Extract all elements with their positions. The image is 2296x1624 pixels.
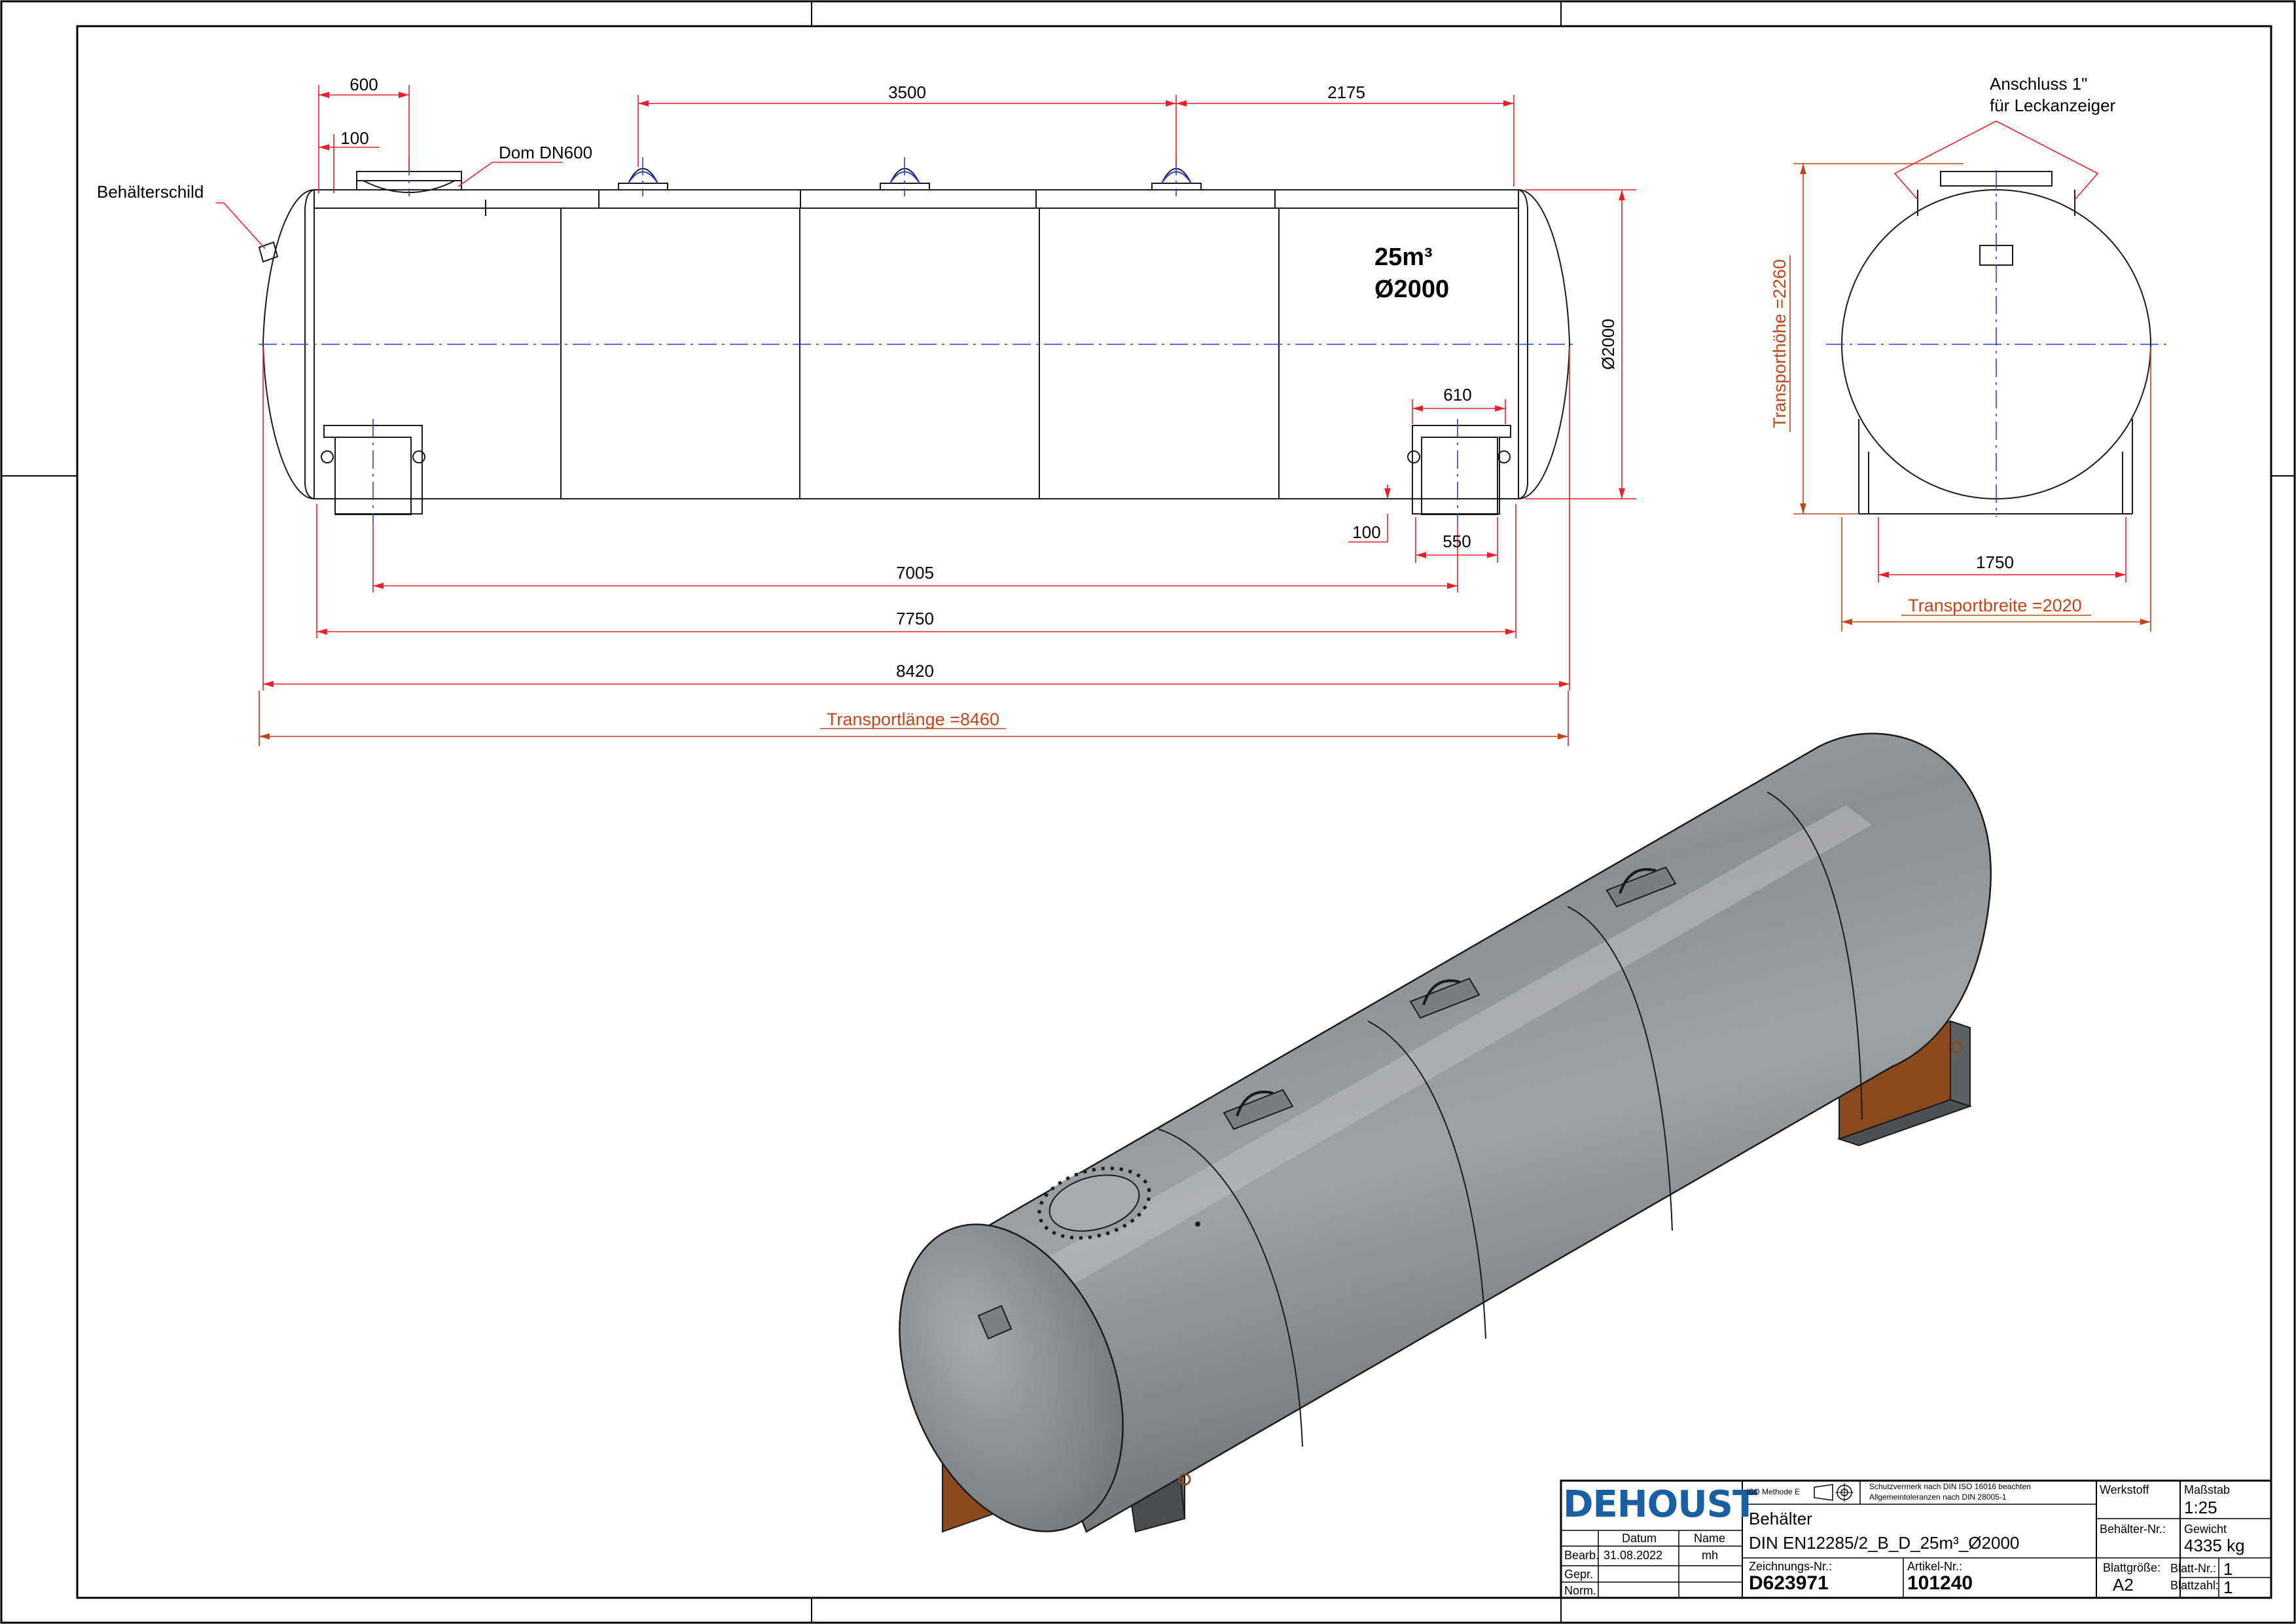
dim-600-label: 600: [350, 75, 378, 94]
connection-label-line1: Anschluss 1": [1990, 74, 2087, 94]
drawing-no: D623971: [1749, 1572, 1829, 1594]
side-view-labels: 600 100 3500 2175 Ø2000 610 100 550 7005…: [97, 75, 1618, 729]
volume-label: 25m³: [1374, 244, 1433, 271]
row-gepr-label: Gepr.: [1564, 1568, 1594, 1581]
bearb-name: mh: [1702, 1549, 1719, 1562]
drawing-subtitle: DIN EN12285/2_B_D_25m³_Ø2000: [1749, 1533, 2020, 1553]
material-label: Werkstoff: [2100, 1483, 2149, 1496]
col-name-header: Name: [1694, 1532, 1726, 1545]
sheet-size-label: Blattgröße:: [2103, 1561, 2161, 1574]
connection-label-line2: für Leckanzeiger: [1990, 96, 2116, 115]
dim-diameter-label: Ø2000: [1598, 319, 1618, 370]
protection-note-line1: Schutzvermerk nach DIN ISO 16016 beachte…: [1869, 1482, 2031, 1491]
sheet-size: A2: [2113, 1575, 2134, 1595]
scale-value: 1:25: [2184, 1498, 2217, 1517]
transport-length-label: Transportlänge =8460: [827, 710, 999, 729]
transport-width-label: Transportbreite =2020: [1908, 596, 2081, 615]
side-view-centerlines: [259, 157, 1577, 524]
title-block: [1560, 1479, 2272, 1599]
col-date-header: Datum: [1622, 1532, 1657, 1545]
dehoust-logo: DEHOUST: [1563, 1483, 1757, 1526]
dim-610-label: 610: [1443, 385, 1471, 405]
dim-2175-label: 2175: [1327, 82, 1365, 102]
dim-7005-label: 7005: [896, 563, 934, 583]
weight-value: 4335 kg: [2184, 1536, 2245, 1555]
nameplate-label: Behälterschild: [97, 182, 204, 202]
container-no-label: Behälter-Nr.:: [2100, 1523, 2166, 1536]
row-bearb-label: Bearb.: [1564, 1549, 1600, 1562]
article-no-label: Artikel-Nr.:: [1907, 1560, 1963, 1573]
dim-8420-label: 8420: [896, 661, 934, 681]
sheet-count-label: Blattzahl:: [2170, 1579, 2219, 1592]
iso-method-label: ISO Methode E: [1746, 1487, 1801, 1496]
drawing-no-label: Zeichnungs-Nr.:: [1749, 1560, 1833, 1573]
isometric-view: [899, 732, 1992, 1533]
row-norm-label: Norm.: [1564, 1584, 1596, 1597]
dim-100-top-label: 100: [340, 128, 368, 148]
protection-note-line2: Allgemeintoleranzen nach DIN 28005-1: [1869, 1492, 2007, 1502]
bearb-date: 31.08.2022: [1604, 1549, 1663, 1562]
transport-height-label: Transporthöhe =2260: [1770, 259, 1789, 428]
lug-markers: [628, 171, 1192, 184]
end-view-dimension-lines: [1878, 120, 2126, 583]
dim-7750-label: 7750: [896, 609, 934, 628]
article-no: 101240: [1907, 1572, 1973, 1594]
dim-1750-label: 1750: [1976, 552, 2014, 572]
scale-label: Maßstab: [2184, 1483, 2231, 1496]
end-view-transport-lines: [1789, 163, 2151, 632]
dome-label: Dom DN600: [499, 143, 592, 162]
drawing-title: Behälter: [1749, 1509, 1812, 1528]
dim-100-bottom-label: 100: [1352, 522, 1380, 542]
side-view: [258, 168, 1571, 515]
dim-550-label: 550: [1443, 532, 1471, 551]
dim-3500-label: 3500: [888, 82, 926, 102]
weight-label: Gewicht: [2184, 1523, 2227, 1536]
side-view-dimension-lines: [216, 85, 1636, 746]
end-view-centerlines: [1826, 170, 2166, 517]
sheet-count: 1: [2223, 1578, 2233, 1597]
end-view-labels: 1750 Transportbreite =2020 Transporthöhe…: [1770, 74, 2116, 615]
diameter-label: Ø2000: [1374, 276, 1449, 303]
sheet-no: 1: [2223, 1559, 2233, 1579]
sheet-no-label: Blatt-Nr.:: [2170, 1562, 2217, 1575]
